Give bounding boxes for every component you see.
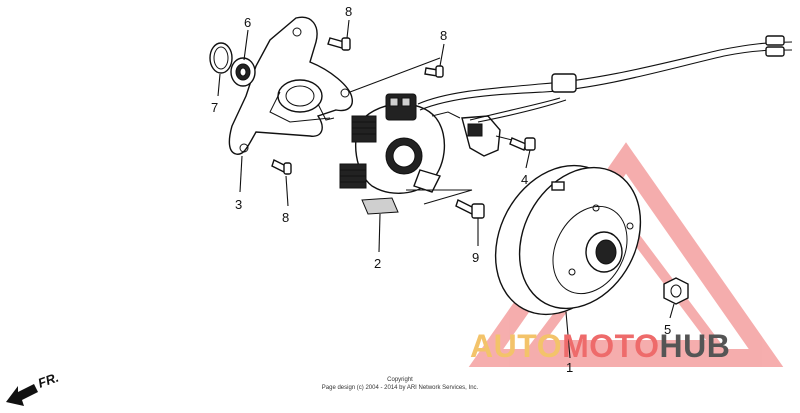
screw-part-8-bottom (271, 159, 292, 175)
copyright-line-1: Copyright (387, 377, 413, 383)
wiring-harness (417, 35, 793, 123)
watermark-auto: AUTO (470, 328, 563, 364)
callout-1: 1 (566, 360, 573, 375)
screw-part-8-middle (424, 65, 444, 78)
callout-7: 7 (211, 100, 218, 115)
callout-3: 3 (235, 197, 242, 212)
stator-part-2 (339, 93, 473, 215)
callout-4: 4 (521, 172, 528, 187)
callout-9: 9 (472, 250, 479, 265)
flywheel-part-1 (494, 164, 642, 316)
o-ring-part-7 (209, 42, 233, 74)
watermark-wordmark: AUTOMOTOHUB (470, 328, 730, 365)
bolt-part-9 (455, 199, 485, 219)
callout-8-top: 8 (345, 4, 352, 19)
front-direction-arrow: FR. (6, 370, 61, 406)
callout-6: 6 (244, 15, 251, 30)
watermark-moto: MOTO (562, 328, 660, 364)
callout-2: 2 (374, 256, 381, 271)
callout-8-bottom: 8 (282, 210, 289, 225)
watermark-hub: HUB (659, 328, 731, 364)
callout-labels: 6 7 8 8 3 8 2 9 4 5 1 (211, 4, 671, 375)
bolt-part-4 (509, 137, 536, 151)
nut-part-5 (663, 277, 689, 305)
screw-part-8-top (327, 37, 351, 51)
leader-lines (217, 19, 675, 359)
callout-8-middle: 8 (440, 28, 447, 43)
copyright-notice: Copyright Page design (c) 2004 - 2014 by… (300, 376, 500, 392)
callout-5: 5 (664, 322, 671, 337)
bracket-plate-part-3 (228, 16, 353, 155)
seal-part-6 (230, 57, 256, 87)
direction-label: FR. (36, 370, 61, 391)
pulse-generator (461, 115, 513, 157)
copyright-line-2: Page design (c) 2004 - 2014 by ARI Netwo… (321, 385, 479, 391)
